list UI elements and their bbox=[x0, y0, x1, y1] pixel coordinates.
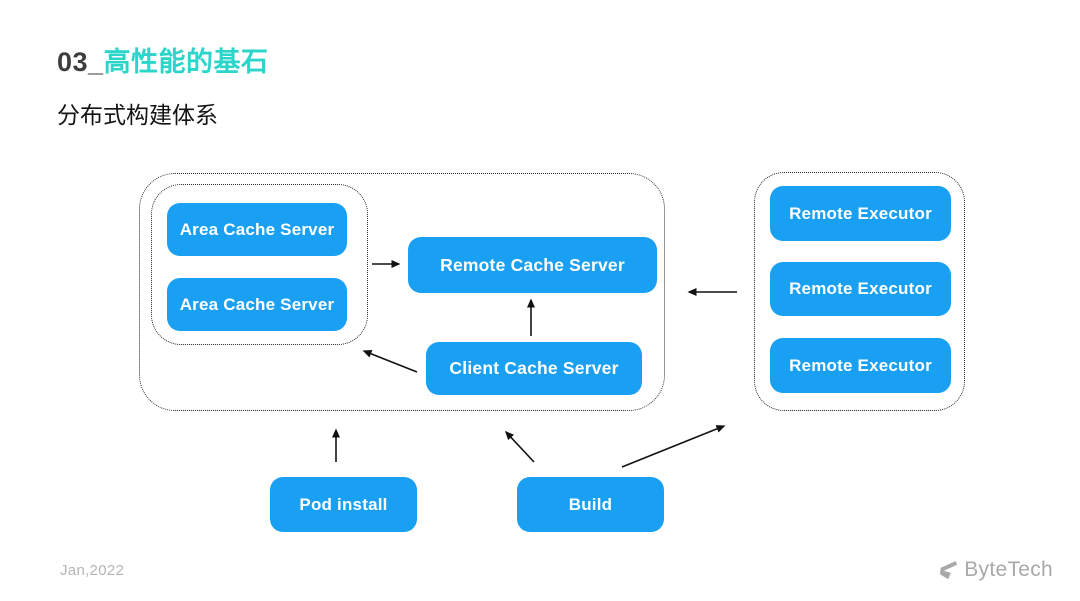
remote-executor-box-1: Remote Executor bbox=[770, 186, 951, 241]
page-title: 03_高性能的基石 bbox=[57, 40, 269, 79]
cache-cluster-container bbox=[139, 173, 665, 411]
remote-executor-group-container bbox=[754, 172, 965, 411]
remote-executor-box-2: Remote Executor bbox=[770, 262, 951, 316]
arrow-build-to-cache-cluster bbox=[504, 430, 535, 463]
slide-date: Jan,2022 bbox=[60, 562, 125, 579]
brand-name: ByteTech bbox=[964, 558, 1053, 581]
remote-executor-box-3: Remote Executor bbox=[770, 338, 951, 393]
arrow-build-to-executors bbox=[621, 425, 726, 468]
client-cache-server-box: Client Cache Server bbox=[426, 342, 642, 395]
title-prefix: 03_ bbox=[57, 47, 104, 77]
page-subtitle: 分布式构建体系 bbox=[57, 102, 218, 128]
brand-logo: ByteTech bbox=[937, 558, 1053, 582]
bytedance-logo-icon bbox=[940, 561, 958, 580]
pod-install-box: Pod install bbox=[270, 477, 417, 532]
area-cache-server-box-1: Area Cache Server bbox=[167, 203, 347, 256]
area-cache-group-container bbox=[151, 184, 368, 345]
build-box: Build bbox=[517, 477, 664, 532]
title-accent: 高性能的基石 bbox=[103, 47, 269, 77]
area-cache-server-box-2: Area Cache Server bbox=[167, 278, 347, 331]
remote-cache-server-box: Remote Cache Server bbox=[408, 237, 657, 293]
